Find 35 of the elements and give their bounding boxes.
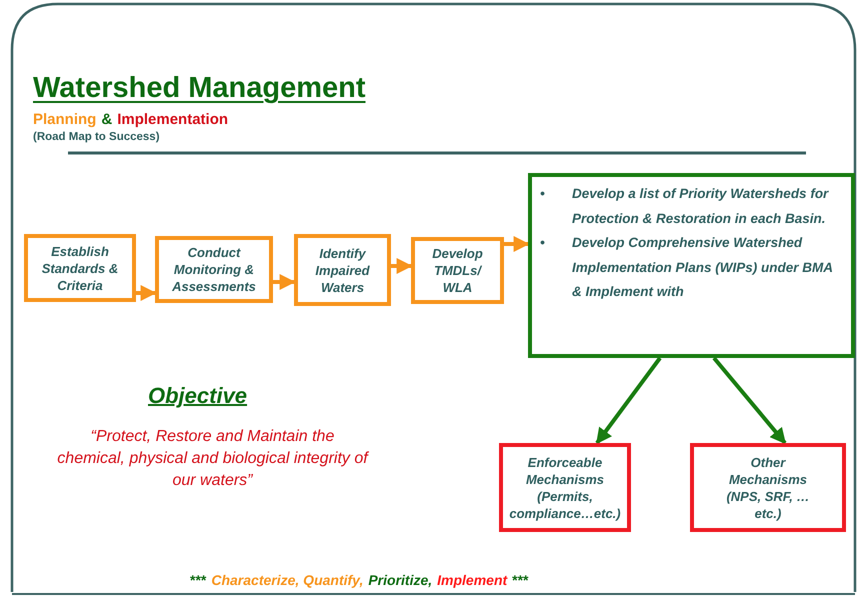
footer-stars: *** bbox=[190, 572, 206, 588]
process-box bbox=[294, 234, 391, 306]
arrow bbox=[712, 356, 787, 444]
box-text: Develop TMDLs/ WLA bbox=[431, 245, 484, 296]
box-text: Other Mechanisms (NPS, SRF, …etc.) bbox=[725, 454, 811, 522]
bullet-text: Develop Comprehensive Watershed Implementation Plans (WIPs) under BMA & Implement with bbox=[572, 234, 834, 301]
arrow bbox=[273, 274, 296, 290]
arrow bbox=[391, 258, 413, 274]
bullet-text: Develop a list of Priority Watersheds for Protection & Restoration in each Basin. bbox=[572, 185, 830, 228]
process-box bbox=[24, 234, 136, 302]
box-text: Identify Impaired Waters bbox=[314, 244, 371, 296]
footer-word: Implement bbox=[437, 572, 508, 588]
box-text: Conduct Monitoring & Assessments bbox=[171, 244, 257, 295]
footer-word: Characterize, Quantify, bbox=[211, 572, 364, 588]
arrow bbox=[136, 285, 157, 301]
objective-heading: Objective bbox=[148, 383, 248, 409]
bullet-list-box bbox=[528, 173, 855, 358]
objective-quote: “Protect, Restore and Maintain the chemical, physical and biological integrity of our waters” bbox=[56, 427, 370, 491]
title: Watershed Management bbox=[33, 72, 366, 105]
arrow bbox=[504, 236, 530, 252]
subtitle-word: Planning bbox=[33, 111, 96, 128]
subtitle-word: Implementation bbox=[117, 111, 228, 128]
process-box bbox=[690, 443, 846, 532]
process-box bbox=[411, 237, 504, 304]
process-box bbox=[155, 236, 273, 303]
subtitle-word: & bbox=[101, 111, 112, 128]
arrow bbox=[595, 356, 662, 444]
bullet-mark: • bbox=[540, 185, 546, 203]
box-text: Enforceable Mechanisms (Permits, compliance…etc.) bbox=[508, 454, 622, 522]
subtitle-note: (Road Map to Success) bbox=[33, 131, 160, 143]
bullet-mark: • bbox=[540, 234, 546, 252]
footer-word: Prioritize, bbox=[368, 572, 432, 588]
footer-stars: *** bbox=[512, 572, 529, 588]
box-text: Establish Standards & Criteria bbox=[40, 242, 120, 294]
process-box bbox=[499, 443, 631, 532]
